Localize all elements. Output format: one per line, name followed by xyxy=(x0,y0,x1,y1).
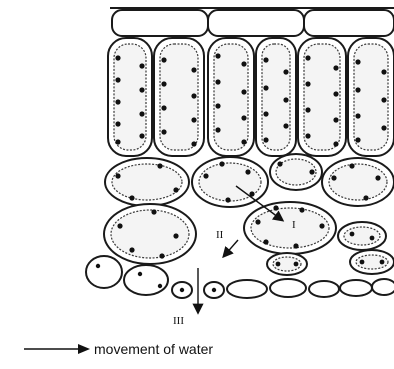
lower-cell xyxy=(86,256,122,288)
upper-epidermis xyxy=(110,8,394,36)
palisade-cell xyxy=(298,38,346,156)
spongy-cell xyxy=(338,222,386,250)
spongy-mesophyll xyxy=(104,154,394,275)
lower-cell xyxy=(372,279,394,295)
lower-cell xyxy=(340,280,372,296)
epidermis-cell xyxy=(208,10,304,36)
arrow-II xyxy=(224,240,238,256)
label-II: II xyxy=(216,229,224,241)
spongy-cell xyxy=(104,204,196,264)
palisade-layer xyxy=(108,38,394,156)
lower-cell xyxy=(124,265,168,295)
spongy-cell xyxy=(105,158,189,206)
lower-cell xyxy=(227,280,267,298)
legend-text: movement of water xyxy=(94,341,213,357)
legend: movement of water xyxy=(24,341,213,357)
lower-cell xyxy=(270,279,306,297)
label-III: III xyxy=(173,315,184,327)
palisade-cell xyxy=(154,38,204,156)
epidermis-cell xyxy=(304,10,394,36)
lower-cell xyxy=(309,281,339,297)
epidermis-cell xyxy=(112,10,208,36)
palisade-cell xyxy=(108,38,152,156)
right-arrow-icon xyxy=(24,343,90,355)
spongy-cell xyxy=(350,250,394,274)
spongy-cell xyxy=(322,158,394,206)
spongy-cell xyxy=(267,253,307,275)
label-I: I xyxy=(292,219,296,231)
palisade-cell xyxy=(348,38,394,156)
palisade-cell xyxy=(208,38,254,156)
palisade-cell xyxy=(256,38,296,156)
leaf-section-diagram: I II III xyxy=(0,0,394,340)
